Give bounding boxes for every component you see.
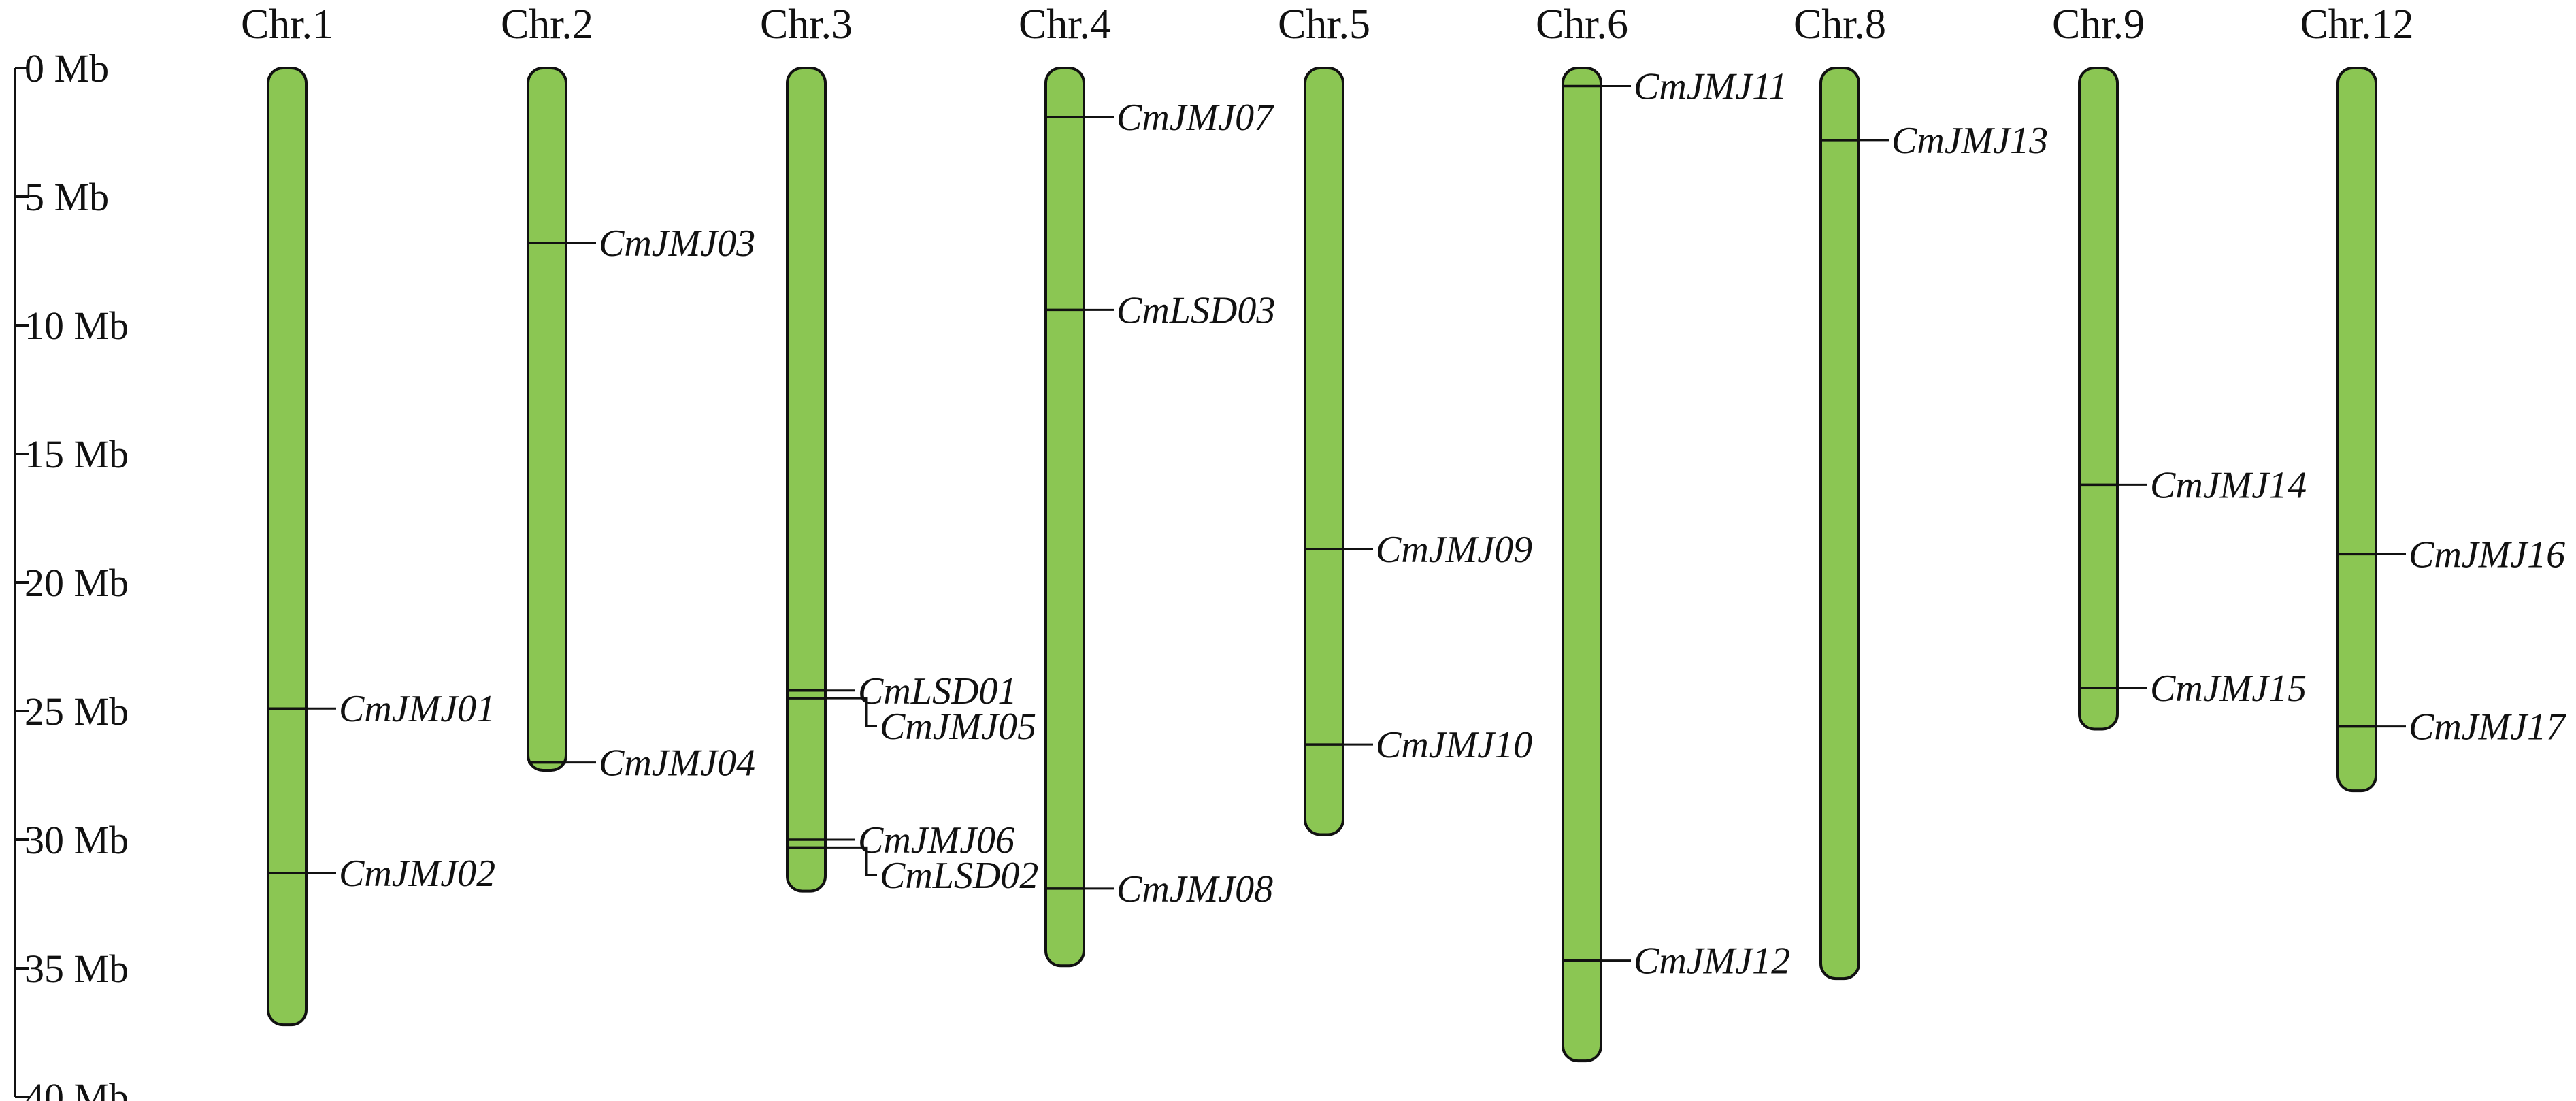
chromosome-bar (2336, 67, 2377, 793)
chromosome-bar (1819, 67, 1860, 981)
chromosome-title: Chr.3 (760, 1, 853, 48)
gene-label: CmJMJ02 (339, 853, 495, 895)
gene-label: CmJMJ06 (858, 819, 1014, 861)
chromosome-title: Chr.12 (2300, 1, 2413, 48)
gene-connector (825, 697, 877, 727)
scale-tick-label: 30 Mb (24, 818, 129, 862)
gene-label: CmJMJ01 (339, 688, 495, 730)
gene-label: CmLSD01 (858, 670, 1017, 712)
gene-label: CmJMJ05 (880, 706, 1036, 748)
gene-label: CmJMJ17 (2409, 706, 2566, 749)
gene-label: CmLSD03 (1117, 289, 1275, 331)
scale-tick-label: 20 Mb (24, 561, 129, 605)
scale-tick-label: 40 Mb (24, 1075, 129, 1101)
chromosome-bar (1562, 67, 1602, 1063)
chromosome-title: Chr.8 (1794, 1, 1886, 48)
chromosome-title: Chr.5 (1278, 1, 1370, 48)
gene-connector (825, 846, 877, 876)
scale-tick-label: 25 Mb (24, 689, 129, 734)
chromosome-title: Chr.6 (1536, 1, 1628, 48)
scale-tick-label: 5 Mb (24, 175, 109, 219)
scale-tick-label: 10 Mb (24, 303, 129, 348)
chromosome-bar (527, 67, 567, 772)
chromosome-title: Chr.4 (1019, 1, 1111, 48)
chromosome-bar (1044, 67, 1085, 968)
chromosome-bar (267, 67, 308, 1027)
gene-label: CmJMJ11 (1634, 65, 1787, 108)
scale-tick-label: 0 Mb (24, 46, 109, 91)
gene-label: CmJMJ12 (1634, 940, 1790, 983)
gene-label: CmJMJ04 (599, 742, 755, 785)
chromosome-title: Chr.2 (501, 1, 593, 48)
gene-label: CmJMJ10 (1376, 724, 1532, 766)
gene-label: CmJMJ14 (2150, 464, 2307, 506)
chromosome-bar (2078, 67, 2119, 731)
scale-tick-label: 15 Mb (24, 432, 129, 476)
scale-tick-label: 35 Mb (24, 947, 129, 991)
gene-label: CmJMJ13 (1892, 120, 2048, 162)
gene-label: CmJMJ16 (2409, 533, 2565, 576)
chromosome-title: Chr.9 (2052, 1, 2145, 48)
chromosome-bar (1304, 67, 1344, 836)
chromosome-bar (786, 67, 827, 893)
gene-label: CmJMJ09 (1376, 529, 1532, 571)
gene-label: CmLSD02 (880, 855, 1038, 897)
gene-label: CmJMJ07 (1117, 97, 1274, 139)
gene-label: CmJMJ08 (1117, 868, 1273, 910)
chromosome-title: Chr.1 (241, 1, 333, 48)
chromosomes: Chr.1CmJMJ01CmJMJ02Chr.2CmJMJ03CmJMJ04Ch… (241, 1, 2566, 1063)
gene-label: CmJMJ15 (2150, 668, 2307, 710)
gene-label: CmJMJ03 (599, 223, 755, 265)
scale-bar: 0 Mb 5 Mb 10 Mb 15 Mb 20 Mb 25 Mb 30 Mb 35 Mb 40… (14, 46, 129, 1101)
